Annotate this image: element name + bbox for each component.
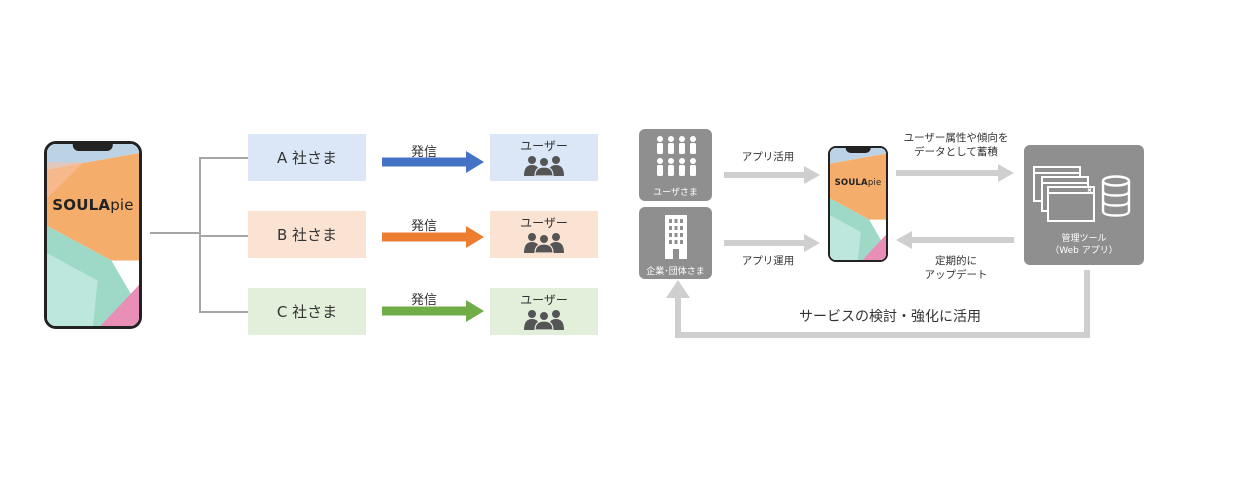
company-box: 企業･団体さま — [639, 207, 712, 279]
accumulate-label: ユーザー属性や傾向を データとして蓄積 — [903, 132, 1009, 158]
update-label: 定期的に アップデート — [924, 255, 988, 281]
arrow-app-operate — [724, 234, 820, 252]
users-box-label: ユーザさま — [653, 188, 698, 198]
phone-mockup-left: SOULApie — [44, 141, 142, 329]
company-b-label: B 社さま — [276, 226, 338, 244]
users-c-box: ユーザー — [490, 288, 598, 335]
management-tool-box: 管理ツール （Web アプリ） — [1024, 145, 1144, 265]
connector-branch-a — [199, 157, 249, 159]
send-arrow-a — [382, 151, 484, 173]
users-a-label: ユーザー — [520, 139, 568, 153]
browser-windows-icon — [1033, 166, 1095, 222]
connector-branch-b — [199, 235, 249, 237]
users-b-label: ユーザー — [520, 216, 568, 230]
send-arrow-b — [382, 226, 484, 248]
users-a-box: ユーザー — [490, 134, 598, 181]
connector-horizontal — [150, 232, 200, 234]
management-tool-label: 管理ツール （Web アプリ） — [1050, 234, 1118, 256]
company-a-box: A 社さま — [248, 134, 366, 181]
send-arrow-c — [382, 300, 484, 322]
app-logo: SOULApie — [52, 196, 134, 214]
app-use-label: アプリ活用 — [741, 151, 795, 163]
users-icon — [524, 233, 564, 253]
users-icon — [524, 156, 564, 176]
company-b-box: B 社さま — [248, 211, 366, 258]
phone-wallpaper — [47, 144, 139, 326]
phone-mockup-right: SOULApie — [828, 146, 888, 262]
database-icon — [1101, 175, 1131, 217]
feedback-loop-arrow — [666, 270, 1090, 338]
crowd-icon — [657, 136, 696, 176]
users-b-box: ユーザー — [490, 211, 598, 258]
phone-wallpaper — [830, 148, 886, 260]
connector-branch-c — [199, 311, 249, 313]
app-operate-label: アプリ運用 — [741, 255, 795, 267]
phone-notch — [845, 148, 871, 153]
phone-notch — [72, 144, 114, 151]
send-label-c: 発信 — [410, 293, 437, 308]
company-c-box: C 社さま — [248, 288, 366, 335]
send-label-b: 発信 — [410, 219, 437, 234]
users-icon — [524, 310, 564, 330]
company-c-label: C 社さま — [276, 303, 338, 321]
users-c-label: ユーザー — [520, 293, 568, 307]
arrow-to-phone — [896, 231, 1014, 249]
arrow-to-tool — [896, 164, 1014, 182]
arrow-app-use — [724, 166, 820, 184]
send-label-a: 発信 — [410, 145, 437, 160]
company-box-label: 企業･団体さま — [646, 267, 705, 277]
users-box: ユーザさま — [639, 129, 712, 201]
feedback-label: サービスの検討・強化に活用 — [799, 309, 981, 325]
app-logo: SOULApie — [834, 178, 882, 188]
company-a-label: A 社さま — [276, 149, 338, 167]
building-icon — [665, 215, 687, 259]
